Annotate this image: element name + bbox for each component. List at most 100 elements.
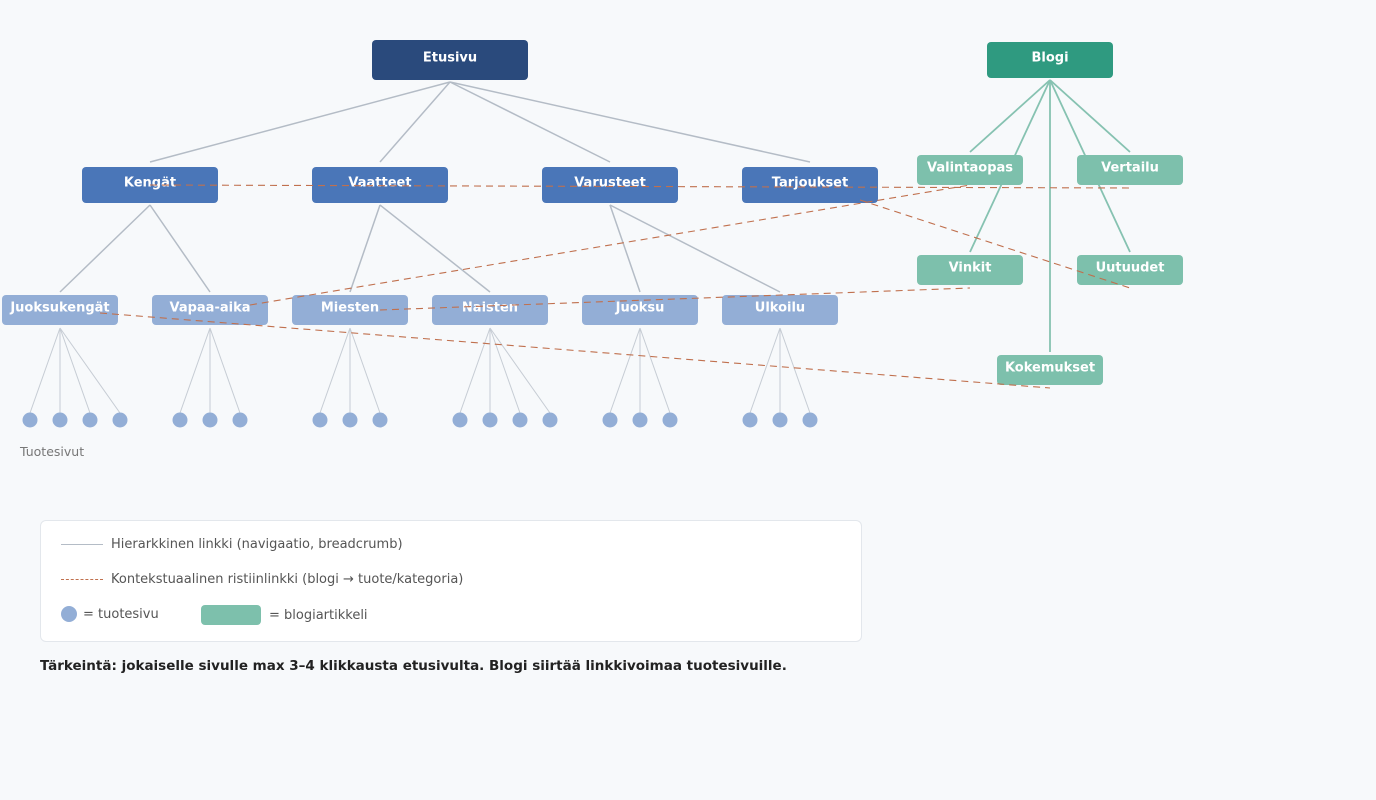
node-label: Vaatteet <box>348 176 411 191</box>
product-page-dot[interactable] <box>802 412 818 428</box>
node-miesten[interactable]: Miesten <box>292 295 408 325</box>
product-page-dot[interactable] <box>172 412 188 428</box>
product-page-dot[interactable] <box>312 412 328 428</box>
solid-line-icon <box>61 544 103 545</box>
node-label: Uutuudet <box>1096 261 1165 276</box>
product-link <box>639 327 671 414</box>
product-page-dot[interactable] <box>632 412 648 428</box>
product-page-dot[interactable] <box>232 412 248 428</box>
product-link <box>609 327 641 414</box>
cross-link <box>99 312 1051 389</box>
node-label: Etusivu <box>423 51 477 66</box>
node-label: Vertailu <box>1101 161 1159 176</box>
product-page-dot[interactable] <box>482 412 498 428</box>
legend-hierarchical: Hierarkkinen linkki (navigaatio, breadcr… <box>61 537 403 552</box>
product-pages-caption: Tuotesivut <box>20 444 85 459</box>
node-box <box>582 295 698 325</box>
node-box <box>1077 155 1183 185</box>
hierarchy-link <box>379 204 491 293</box>
product-page-dot[interactable] <box>542 412 558 428</box>
node-etusivu[interactable]: Etusivu <box>372 40 528 80</box>
product-link <box>59 327 121 414</box>
product-link <box>489 327 551 414</box>
node-box <box>312 167 448 203</box>
node-vapaa-aika[interactable]: Vapaa-aika <box>152 295 268 325</box>
blog-link <box>1049 79 1131 153</box>
product-link <box>349 327 381 414</box>
node-box <box>152 295 268 325</box>
product-page-dot[interactable] <box>52 412 68 428</box>
node-tarjoukset[interactable]: Tarjoukset <box>742 167 878 203</box>
contextual-cross-links <box>99 184 1131 389</box>
blog-link <box>969 79 1051 153</box>
cross-link <box>149 184 1131 189</box>
node-vinkit[interactable]: Vinkit <box>917 255 1023 285</box>
node-vertailu[interactable]: Vertailu <box>1077 155 1183 185</box>
product-page-dot[interactable] <box>772 412 788 428</box>
node-label: Valintaopas <box>927 161 1013 176</box>
node-vaatteet[interactable]: Vaatteet <box>312 167 448 203</box>
node-label: Juoksukengät <box>9 301 109 316</box>
node-label: Vapaa-aika <box>169 301 250 316</box>
product-page-dot[interactable] <box>342 412 358 428</box>
node-box <box>1077 255 1183 285</box>
node-label: Miesten <box>321 301 379 316</box>
legend-product-page-label: = tuotesivu <box>83 606 159 622</box>
summary-text: Tärkeintä: jokaiselle sivulle max 3–4 kl… <box>40 658 787 674</box>
product-page-dot[interactable] <box>202 412 218 428</box>
product-page-dot[interactable] <box>742 412 758 428</box>
hierarchy-link <box>149 81 451 163</box>
product-page-dot[interactable] <box>112 412 128 428</box>
product-link <box>319 327 351 414</box>
cross-link <box>249 184 971 306</box>
dashed-line-icon <box>61 579 103 580</box>
node-blogi[interactable]: Blogi <box>987 42 1113 78</box>
product-page-dot[interactable] <box>662 412 678 428</box>
node-juoksukengat[interactable]: Juoksukengät <box>2 295 118 325</box>
product-page-dot[interactable] <box>372 412 388 428</box>
node-label: Blogi <box>1031 51 1068 66</box>
product-page-dot[interactable] <box>512 412 528 428</box>
node-box <box>2 295 118 325</box>
product-link <box>29 327 61 414</box>
hierarchy-links <box>59 81 811 293</box>
product-page-dot[interactable] <box>82 412 98 428</box>
node-ulkoilu[interactable]: Ulkoilu <box>722 295 838 325</box>
product-link <box>179 327 211 414</box>
node-label: Kokemukset <box>1005 361 1095 376</box>
product-link <box>459 327 491 414</box>
product-link <box>489 327 521 414</box>
product-link <box>59 327 91 414</box>
node-juoksu[interactable]: Juoksu <box>582 295 698 325</box>
product-link <box>779 327 811 414</box>
hierarchy-link <box>379 81 451 163</box>
node-label: Vinkit <box>949 261 992 276</box>
node-valintaopas[interactable]: Valintaopas <box>917 155 1023 185</box>
node-uutuudet[interactable]: Uutuudet <box>1077 255 1183 285</box>
node-naisten[interactable]: Naisten <box>432 295 548 325</box>
legend: Hierarkkinen linkki (navigaatio, breadcr… <box>40 520 862 642</box>
node-box <box>372 40 528 80</box>
product-page-dot[interactable] <box>602 412 618 428</box>
legend-contextual-label: Kontekstuaalinen ristiinlinkki (blogi → … <box>111 572 464 587</box>
node-box <box>722 295 838 325</box>
node-kokemukset[interactable]: Kokemukset <box>997 355 1103 385</box>
legend-blog-article-label: = blogiartikkeli <box>269 607 368 623</box>
product-link <box>749 327 781 414</box>
node-box <box>997 355 1103 385</box>
node-box <box>987 42 1113 78</box>
node-box <box>432 295 548 325</box>
node-varusteet[interactable]: Varusteet <box>542 167 678 203</box>
hierarchy-link <box>449 81 811 163</box>
product-page-dot[interactable] <box>452 412 468 428</box>
hierarchy-link <box>609 204 641 293</box>
hierarchy-link <box>449 81 611 163</box>
legend-contextual: Kontekstuaalinen ristiinlinkki (blogi → … <box>61 572 463 587</box>
product-page-dot[interactable] <box>22 412 38 428</box>
node-box <box>292 295 408 325</box>
cross-link <box>379 287 971 311</box>
node-box <box>742 167 878 203</box>
blog-links <box>969 79 1131 352</box>
